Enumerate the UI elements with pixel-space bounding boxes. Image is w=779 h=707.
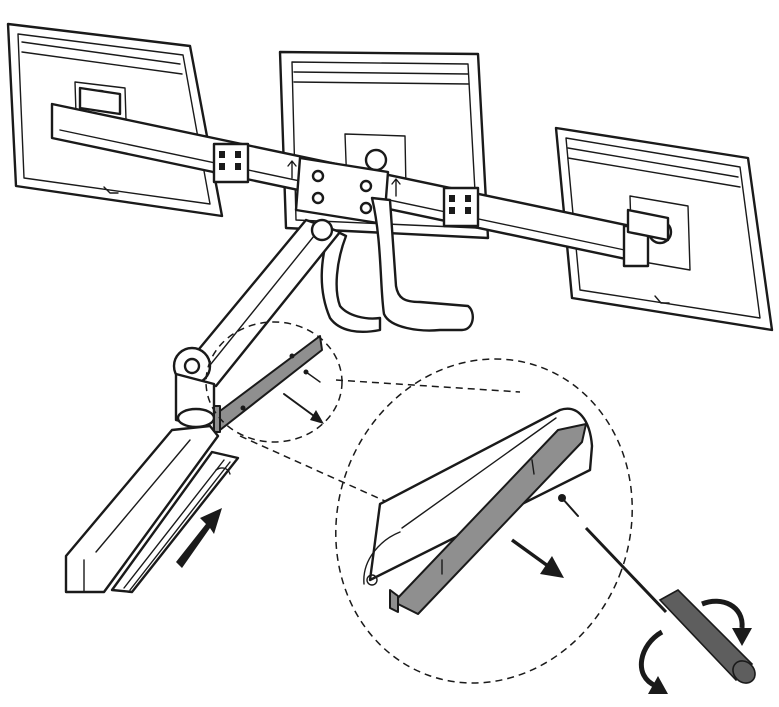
vesa-mount-plates [78,86,670,242]
right-monitor-vents [567,147,741,188]
detail-cover [389,423,587,615]
bar-clamp-right [442,186,480,228]
cable-management-cover [213,335,323,433]
detail-screw [558,494,579,517]
screwdriver [584,526,756,684]
monitor-base-tube [320,196,474,333]
magnified-detail-view [335,358,633,684]
detail-remove-arrow-icon [510,538,564,578]
bar-clamp-left [212,142,250,184]
lower-channel-cover [110,450,240,594]
left-monitor-vents [21,41,183,75]
insert-arrow-icon [176,508,222,568]
mounting-pole [64,424,220,594]
rotate-arrow-icon [638,598,752,694]
up-arrow-icon [287,160,401,197]
center-monitor-vents [293,71,470,85]
small-screw [303,369,321,383]
callout-leader-lines [205,321,521,507]
remove-arrow-icon [283,393,324,424]
